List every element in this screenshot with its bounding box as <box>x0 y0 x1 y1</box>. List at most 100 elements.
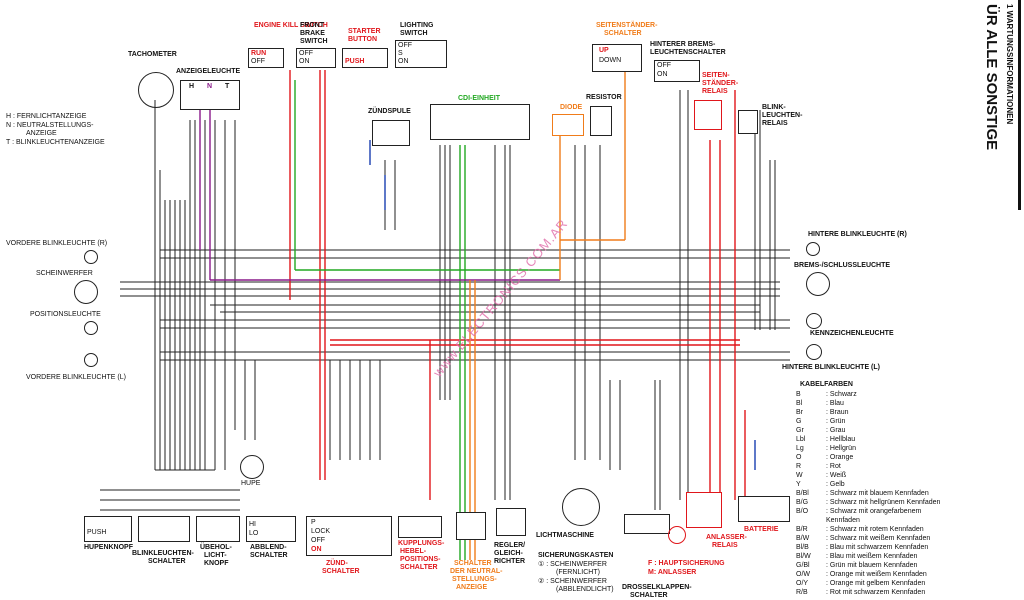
horn-label: HUPE <box>241 480 261 487</box>
legend-row: B : Schwarz <box>796 391 857 399</box>
horn-icon <box>240 455 264 479</box>
bulb-icon <box>84 321 98 335</box>
s-position: S <box>398 50 403 57</box>
rear-brake-switch[interactable]: OFF ON <box>654 60 700 82</box>
legend-row: R: Rot <box>796 463 841 471</box>
bulb-icon <box>806 344 822 360</box>
turn-switch[interactable] <box>138 516 190 542</box>
indicator-t: T <box>225 83 230 90</box>
side-stand-relay-label: SEITEN- <box>702 72 730 79</box>
passing-label-2: LICHT- <box>204 552 227 559</box>
legend-row: B/W: Schwarz mit weißem Kennfaden <box>796 535 930 543</box>
legend-color-name: : Orange <box>826 454 854 461</box>
flasher-relay-label: BLINK- <box>762 104 786 111</box>
fuse-box-label: SICHERUNGSKASTEN <box>538 552 614 559</box>
down-position: DOWN <box>599 57 622 64</box>
neutral-label-3: STELLUNGS- <box>452 576 497 583</box>
tachometer-label: TACHOMETER <box>128 51 177 58</box>
side-stand-label-2: SCHALTER <box>604 30 642 37</box>
indicator-panel: H N T <box>180 80 240 110</box>
ignition-switch-label-2: SCHALTER <box>322 568 360 575</box>
throttle-switch[interactable] <box>624 514 670 534</box>
starter-motor-label: M: ANLASSER <box>648 569 697 576</box>
legend-code: O <box>796 454 802 461</box>
legend-code: Br <box>796 409 803 416</box>
clutch-switch[interactable] <box>398 516 442 538</box>
rear-brake-label-2: LEUCHTENSCHALTER <box>650 49 726 56</box>
on-position: ON <box>398 58 409 65</box>
alternator-icon <box>562 488 600 526</box>
passing-button[interactable] <box>196 516 240 542</box>
side-title-1: 1 WARTUNGSINFORMATIONEN <box>1005 4 1014 125</box>
starter-button[interactable]: PUSH <box>342 48 388 68</box>
regulator-label: REGLER/ <box>494 542 526 549</box>
legend-row: B/G: Schwarz mit hellgrünem Kennfaden <box>796 499 940 507</box>
push-position: PUSH <box>345 58 365 65</box>
side-stand-relay <box>694 100 722 130</box>
side-header: 1 WARTUNGSINFORMATIONEN ÜR ALLE SONSTIGE <box>952 0 1024 600</box>
off-position: OFF <box>299 50 313 57</box>
starter-relay-label: ANLASSER- <box>706 534 747 541</box>
legend-row: O : Orange <box>796 454 853 462</box>
fuse-1-desc: (FERNLICHT) <box>556 569 600 576</box>
license-light-label: KENNZEICHENLEUCHTE <box>810 330 894 337</box>
throttle-switch-label-2: SCHALTER <box>630 592 668 599</box>
legend-row: Kennfaden <box>796 517 860 525</box>
diode-label: DIODE <box>560 104 583 111</box>
side-stand-switch[interactable]: UP DOWN <box>592 44 642 72</box>
side-title-2: ÜR ALLE SONSTIGE <box>983 4 1000 151</box>
regulator-label-2: GLEICH- <box>494 550 523 557</box>
legend-code: Y <box>796 481 801 488</box>
legend-code: Bl/W <box>796 553 811 560</box>
legend-title: KABELFARBEN <box>800 381 853 388</box>
bulb-icon <box>806 242 820 256</box>
legend-code: B/W <box>796 535 810 542</box>
neutral-label: SCHALTER <box>454 560 492 567</box>
front-brake-switch[interactable]: OFF ON <box>296 48 336 68</box>
ignition-switch[interactable]: P LOCK OFF ON <box>306 516 392 556</box>
legend-color-name: : Grau <box>826 427 846 434</box>
legend-row: Bl/B : Blau mit schwarzem Kennfaden <box>796 544 928 552</box>
hi-position: HI <box>249 521 256 528</box>
lighting-switch[interactable]: OFF S ON <box>395 40 447 68</box>
battery-icon <box>738 496 790 522</box>
legend-code: Gr <box>796 427 804 434</box>
legend-color-name: : Schwarz <box>826 391 857 398</box>
passing-label-3: KNOPF <box>204 560 229 567</box>
legend-code: Bl <box>796 400 803 407</box>
bulb-icon <box>84 250 98 264</box>
dimmer-switch[interactable]: HI LO <box>246 516 296 542</box>
on-position: ON <box>311 546 322 553</box>
engine-kill-switch[interactable]: RUN OFF <box>248 48 284 68</box>
legend-color-name: : Rot mit schwarzem Kennfaden <box>826 589 926 596</box>
front-brake-label: FRONT BRAKE SWITCH <box>300 22 328 45</box>
legend-color-name: : Rot <box>826 463 841 470</box>
legend-code: B/O <box>796 508 809 515</box>
legend-row: G/Bl: Grün mit blauem Kennfaden <box>796 562 917 570</box>
clutch-label-4: SCHALTER <box>400 564 438 571</box>
legend-color-name: : Grün <box>826 418 846 425</box>
diode <box>552 114 584 136</box>
legend-row: Bl: Blau <box>796 400 844 408</box>
fuse-2-label: ② : SCHEINWERFER <box>538 578 607 585</box>
legend-row: O/W: Orange mit weißem Kennfaden <box>796 571 927 579</box>
legend-color-name: : Blau mit schwarzem Kennfaden <box>826 544 929 551</box>
legend-code: B <box>796 391 801 398</box>
off-position: OFF <box>398 42 412 49</box>
bulb-icon <box>84 353 98 367</box>
tachometer-icon <box>138 72 174 108</box>
legend-row: G : Grün <box>796 418 845 426</box>
flasher-relay <box>738 110 758 134</box>
lock-position: LOCK <box>311 528 331 535</box>
on-position: ON <box>299 58 310 65</box>
horn-button[interactable]: PUSH <box>84 516 132 542</box>
legend-row: B/O: Schwarz mit orangefarbenem <box>796 508 921 516</box>
legend-code: Bl/B <box>796 544 809 551</box>
p-position: P <box>311 519 316 526</box>
legend-color-name: : Gelb <box>826 481 845 488</box>
headlight-icon <box>74 280 98 304</box>
legend-h: H : FERNLICHTANZEIGE <box>6 113 87 120</box>
starter-relay <box>686 492 722 528</box>
front-turn-left-label: VORDERE BLINKLEUCHTE (L) <box>26 374 126 381</box>
legend-code: G <box>796 418 802 425</box>
